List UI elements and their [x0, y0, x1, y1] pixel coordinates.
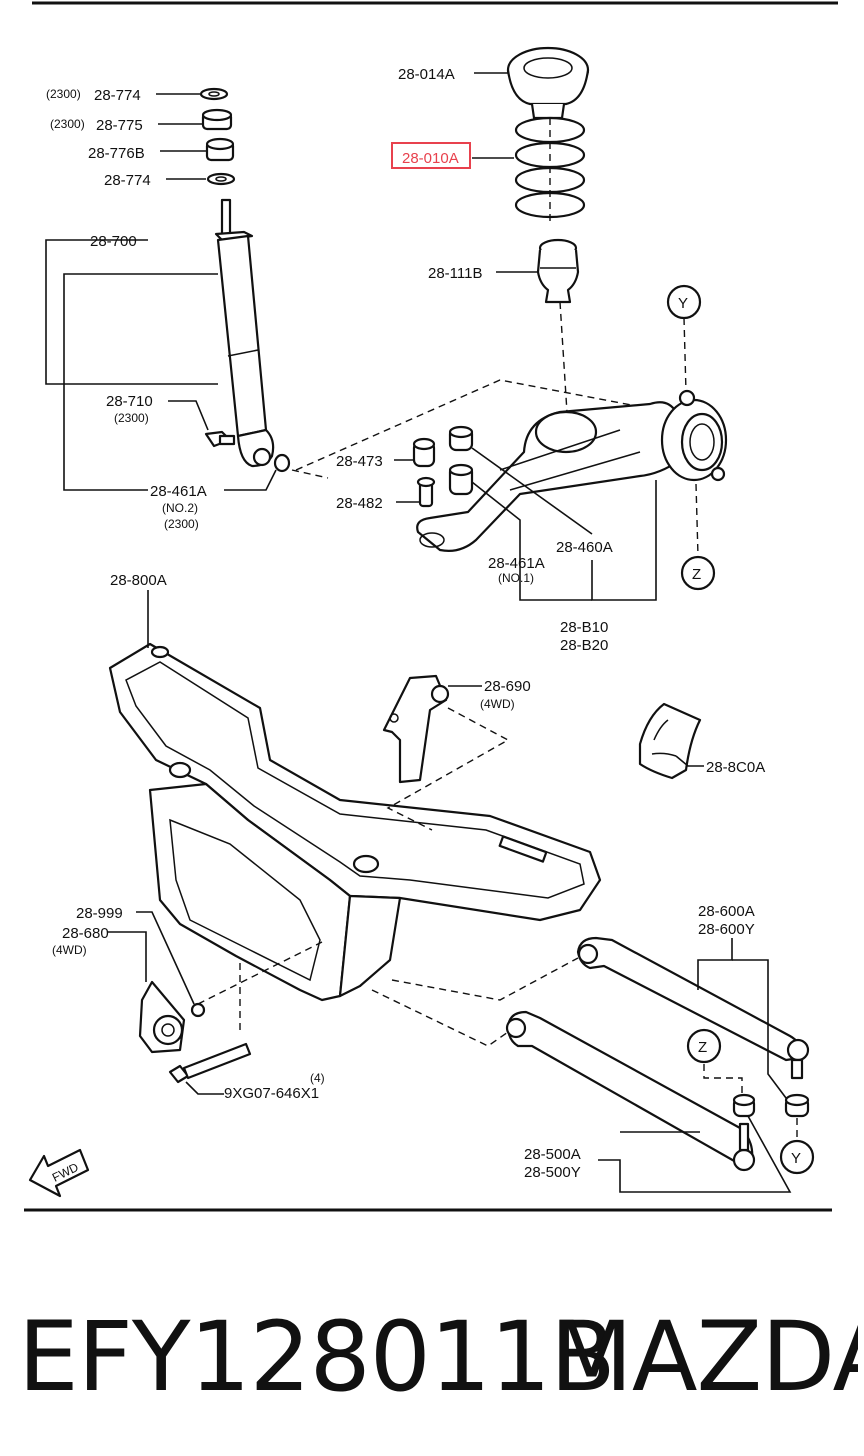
label-28-710: 28-710	[106, 393, 153, 410]
label-28-680: 28-680	[62, 925, 109, 942]
label-28-700: 28-700	[90, 233, 137, 250]
label-Z-top: Z	[692, 566, 701, 583]
part-caption: EFY128011B MAZDA	[18, 1292, 858, 1422]
label-9XG07-646X1: 9XG07-646X1	[224, 1085, 319, 1102]
label-28-775: 28-775	[96, 117, 143, 134]
bolt-482-part	[416, 476, 436, 508]
bolt-710-part	[204, 430, 236, 448]
part-number: EFY128011B	[18, 1301, 616, 1413]
shield-8C0A-part	[638, 702, 702, 780]
label-28-8C0A: 28-8C0A	[706, 759, 765, 776]
label-no1: (NO.1)	[498, 571, 534, 585]
label-2300-b: (2300)	[50, 117, 85, 131]
label-no2: (NO.2)	[162, 501, 198, 515]
label-28-B10: 28-B10	[560, 619, 608, 636]
lateral-link-500-part	[505, 1010, 756, 1172]
lower-arm-part	[416, 389, 728, 552]
shock-absorber-part	[214, 198, 291, 473]
bushing-460A-part	[448, 425, 474, 496]
crossmember-part	[108, 642, 602, 1002]
washer-bottom-part	[206, 172, 236, 186]
lateral-link-600-part	[576, 936, 810, 1118]
label-28-461A-no2: 28-461A	[150, 483, 207, 500]
bushing-776B-part	[205, 137, 235, 162]
washer-top-part	[199, 87, 229, 101]
label-28-600A: 28-600A	[698, 903, 755, 920]
forward-arrow-icon	[28, 1148, 90, 1198]
label-Z-bottom: Z	[698, 1039, 707, 1056]
label-28-014A: 28-014A	[398, 66, 455, 83]
label-28-800A: 28-800A	[110, 572, 167, 589]
bracket-690-part	[382, 674, 450, 784]
label-28-B20: 28-B20	[560, 637, 608, 654]
mount-680-part	[138, 980, 186, 1054]
label-28-774-top: 28-774	[94, 87, 141, 104]
label-28-500A: 28-500A	[524, 1146, 581, 1163]
label-no2-2300: (2300)	[164, 517, 199, 531]
label-28-710-2300: (2300)	[114, 411, 149, 425]
label-28-774-bottom: 28-774	[104, 172, 151, 189]
label-28-473: 28-473	[336, 453, 383, 470]
label-28-500Y: 28-500Y	[524, 1164, 581, 1181]
coil-spring-part	[514, 116, 586, 224]
bump-stopper-part	[536, 238, 580, 304]
label-28-690: 28-690	[484, 678, 531, 695]
label-28-460A: 28-460A	[556, 539, 613, 556]
label-28-600Y: 28-600Y	[698, 921, 755, 938]
label-Y-bottom: Y	[791, 1150, 801, 1167]
bolt-9XG07-part	[168, 1042, 252, 1084]
label-28-776B: 28-776B	[88, 145, 145, 162]
bushing-775-part	[201, 108, 233, 131]
label-qty-4: (4)	[310, 1071, 325, 1085]
highlight-box-28-010A	[391, 142, 471, 169]
label-28-482: 28-482	[336, 495, 383, 512]
label-Y-top: Y	[678, 295, 688, 312]
spring-seat-part	[506, 46, 590, 120]
label-28-010A: 28-010A	[402, 150, 459, 167]
label-4wd-690: (4WD)	[480, 697, 515, 711]
label-28-999: 28-999	[76, 905, 123, 922]
label-4wd-680: (4WD)	[52, 943, 87, 957]
brand-name: MAZDA	[550, 1301, 858, 1413]
bushing-473-part	[412, 437, 436, 468]
parts-diagram: 28-014A 28-010A 28-111B (2300) 28-774 (2…	[24, 1, 838, 1212]
label-28-461A-no1: 28-461A	[488, 555, 545, 572]
label-2300-a: (2300)	[46, 87, 81, 101]
label-28-111B: 28-111B	[428, 265, 483, 282]
